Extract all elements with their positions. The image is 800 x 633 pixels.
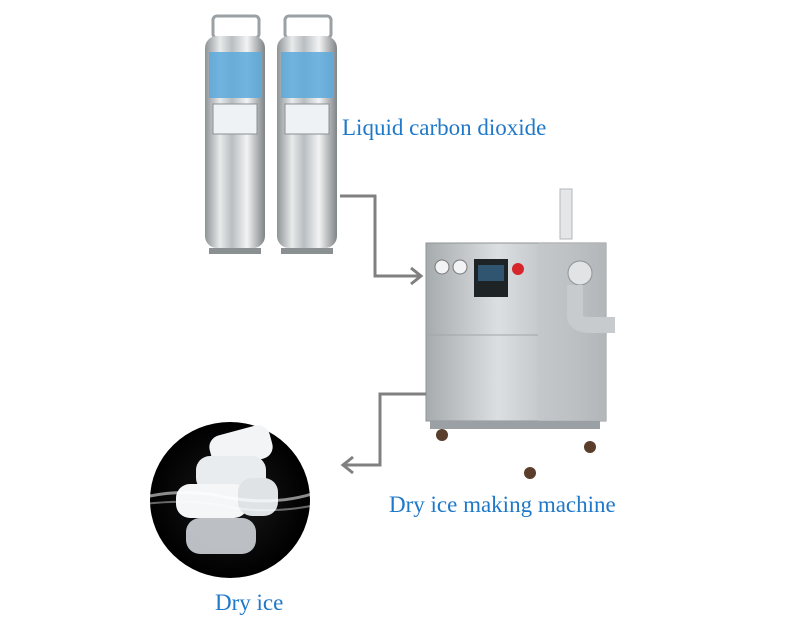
arrow-to-dry-ice [340,392,426,475]
arrow-to-machine [340,194,424,286]
co2-label: Liquid carbon dioxide [342,115,547,140]
dry-ice-machine-image [425,188,615,479]
dry-ice-image [143,422,321,578]
machine-label: Dry ice making machine [389,492,616,517]
cylinder-left [205,14,265,254]
cylinder-right [277,14,337,254]
co2-cylinders-image [205,14,337,254]
dry-ice-label: Dry ice [215,590,284,615]
